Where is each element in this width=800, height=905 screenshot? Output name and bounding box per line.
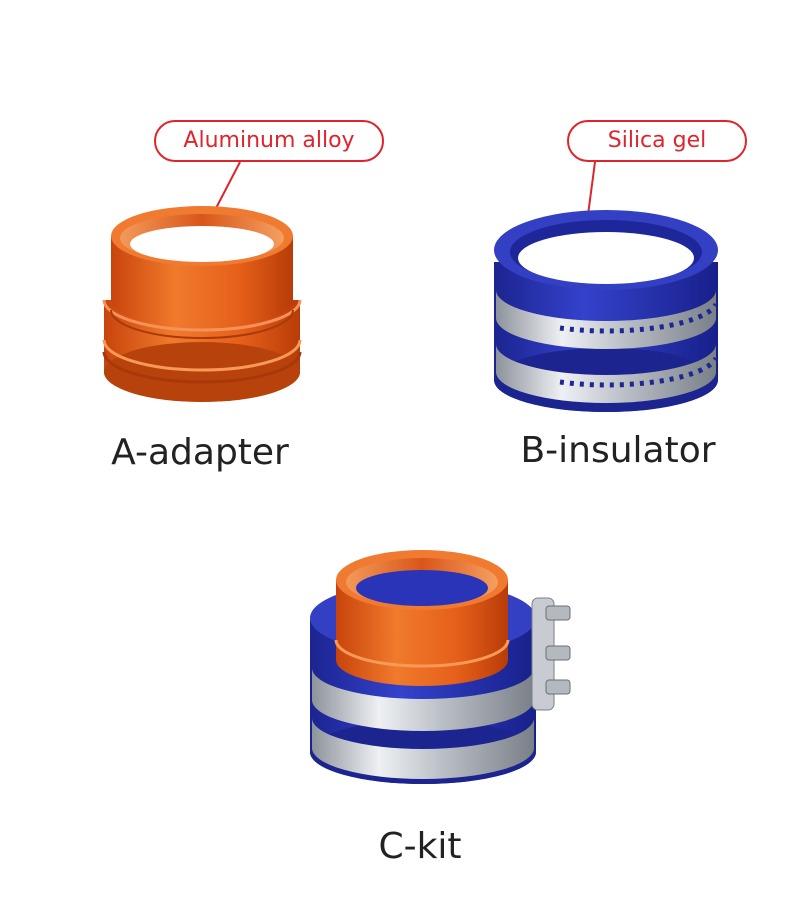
material-callout-silica: Silica gel	[567, 120, 747, 162]
aluminum-adapter-ring	[102, 206, 302, 402]
silicone-insulator-ring	[494, 210, 719, 412]
material-callout-aluminum: Aluminum alloy	[154, 120, 384, 162]
caption-adapter: A-adapter	[111, 432, 289, 473]
combined-kit	[310, 550, 571, 784]
caption-insulator: B-insulator	[520, 430, 716, 471]
caption-kit: C-kit	[378, 826, 462, 867]
